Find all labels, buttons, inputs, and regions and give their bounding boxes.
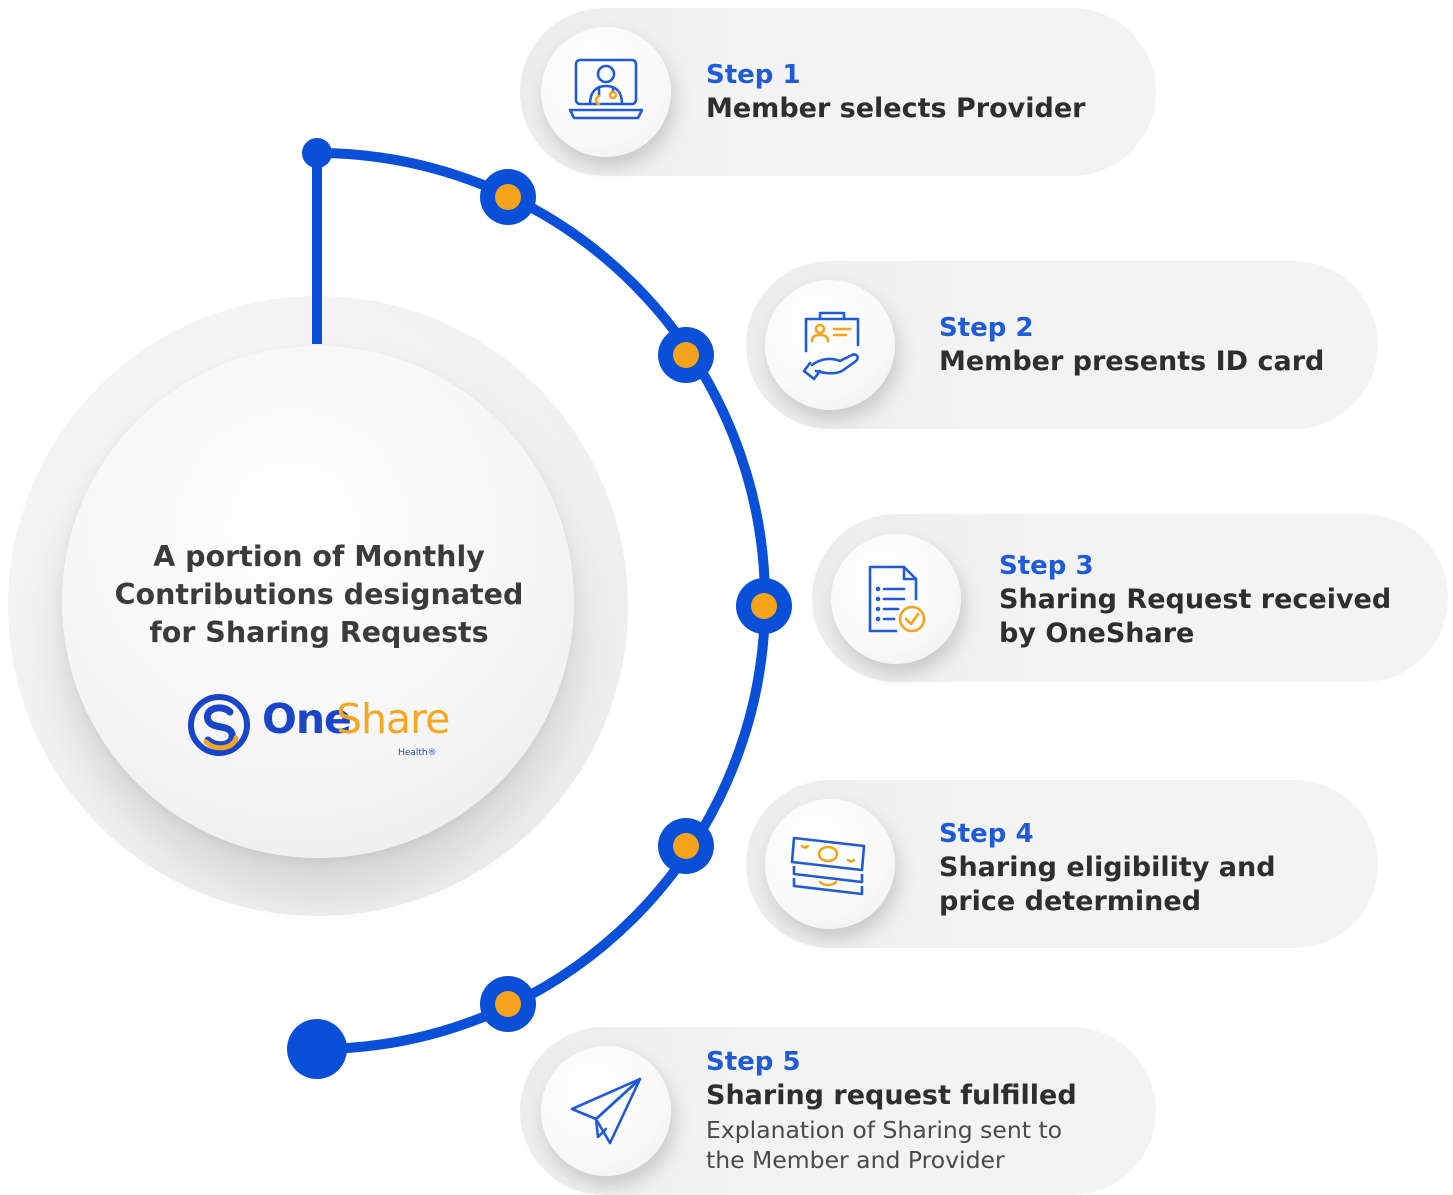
step-2-icon-disk: [765, 280, 895, 410]
step-1-text: Step 1 Member selects Provider: [706, 58, 1085, 126]
timeline-end-dot: [287, 1019, 347, 1079]
paper-plane-icon: [570, 1077, 642, 1145]
step-4-icon-disk: [765, 799, 895, 929]
logo-wordmark-one: One: [262, 695, 352, 743]
doctor-laptop-icon: [568, 58, 644, 120]
step-5-description: Explanation of Sharing sent to the Membe…: [706, 1116, 1063, 1174]
step-4-label: Step 4: [939, 819, 1034, 849]
step-3-icon-disk: [831, 534, 961, 664]
money-stack-icon: [790, 836, 866, 896]
timeline-node-5: [480, 976, 536, 1032]
step-1-icon-disk: [541, 27, 671, 157]
timeline-node-1: [480, 169, 536, 225]
timeline-start-dot: [302, 138, 332, 168]
step-5-title: Sharing request fulfilled: [706, 1080, 1077, 1111]
timeline-node-4: [658, 818, 714, 874]
step-4-text: Step 4 Sharing eligibility and price det…: [939, 817, 1276, 919]
step-2-title: Member presents ID card: [939, 346, 1325, 377]
center-circle: [62, 346, 574, 858]
document-check-icon: [868, 565, 926, 633]
step-3-text: Step 3 Sharing Request received by OneSh…: [999, 549, 1391, 651]
step-1-label: Step 1: [706, 60, 801, 90]
logo-health: Health®: [398, 748, 437, 758]
oneshare-logo: One Share Health®: [186, 692, 456, 762]
step-5-text: Step 5 Sharing request fulfilled Explana…: [706, 1045, 1077, 1175]
step-5-icon-disk: [541, 1046, 671, 1176]
step-3-title: Sharing Request received by OneShare: [999, 584, 1392, 649]
step-5-label: Step 5: [706, 1047, 801, 1077]
timeline-node-3: [736, 578, 792, 634]
logo-wordmark-share: Share: [336, 695, 450, 743]
id-card-hand-icon: [802, 311, 860, 381]
timeline-node-2: [658, 327, 714, 383]
oneshare-logo-icon: [188, 694, 250, 756]
step-2-text: Step 2 Member presents ID card: [939, 311, 1324, 379]
step-1-title: Member selects Provider: [706, 93, 1086, 124]
step-3-label: Step 3: [999, 551, 1094, 581]
step-2-label: Step 2: [939, 313, 1034, 343]
step-4-title: Sharing eligibility and price determined: [939, 852, 1276, 917]
center-text: A portion of Monthly Contributions desig…: [114, 540, 524, 649]
